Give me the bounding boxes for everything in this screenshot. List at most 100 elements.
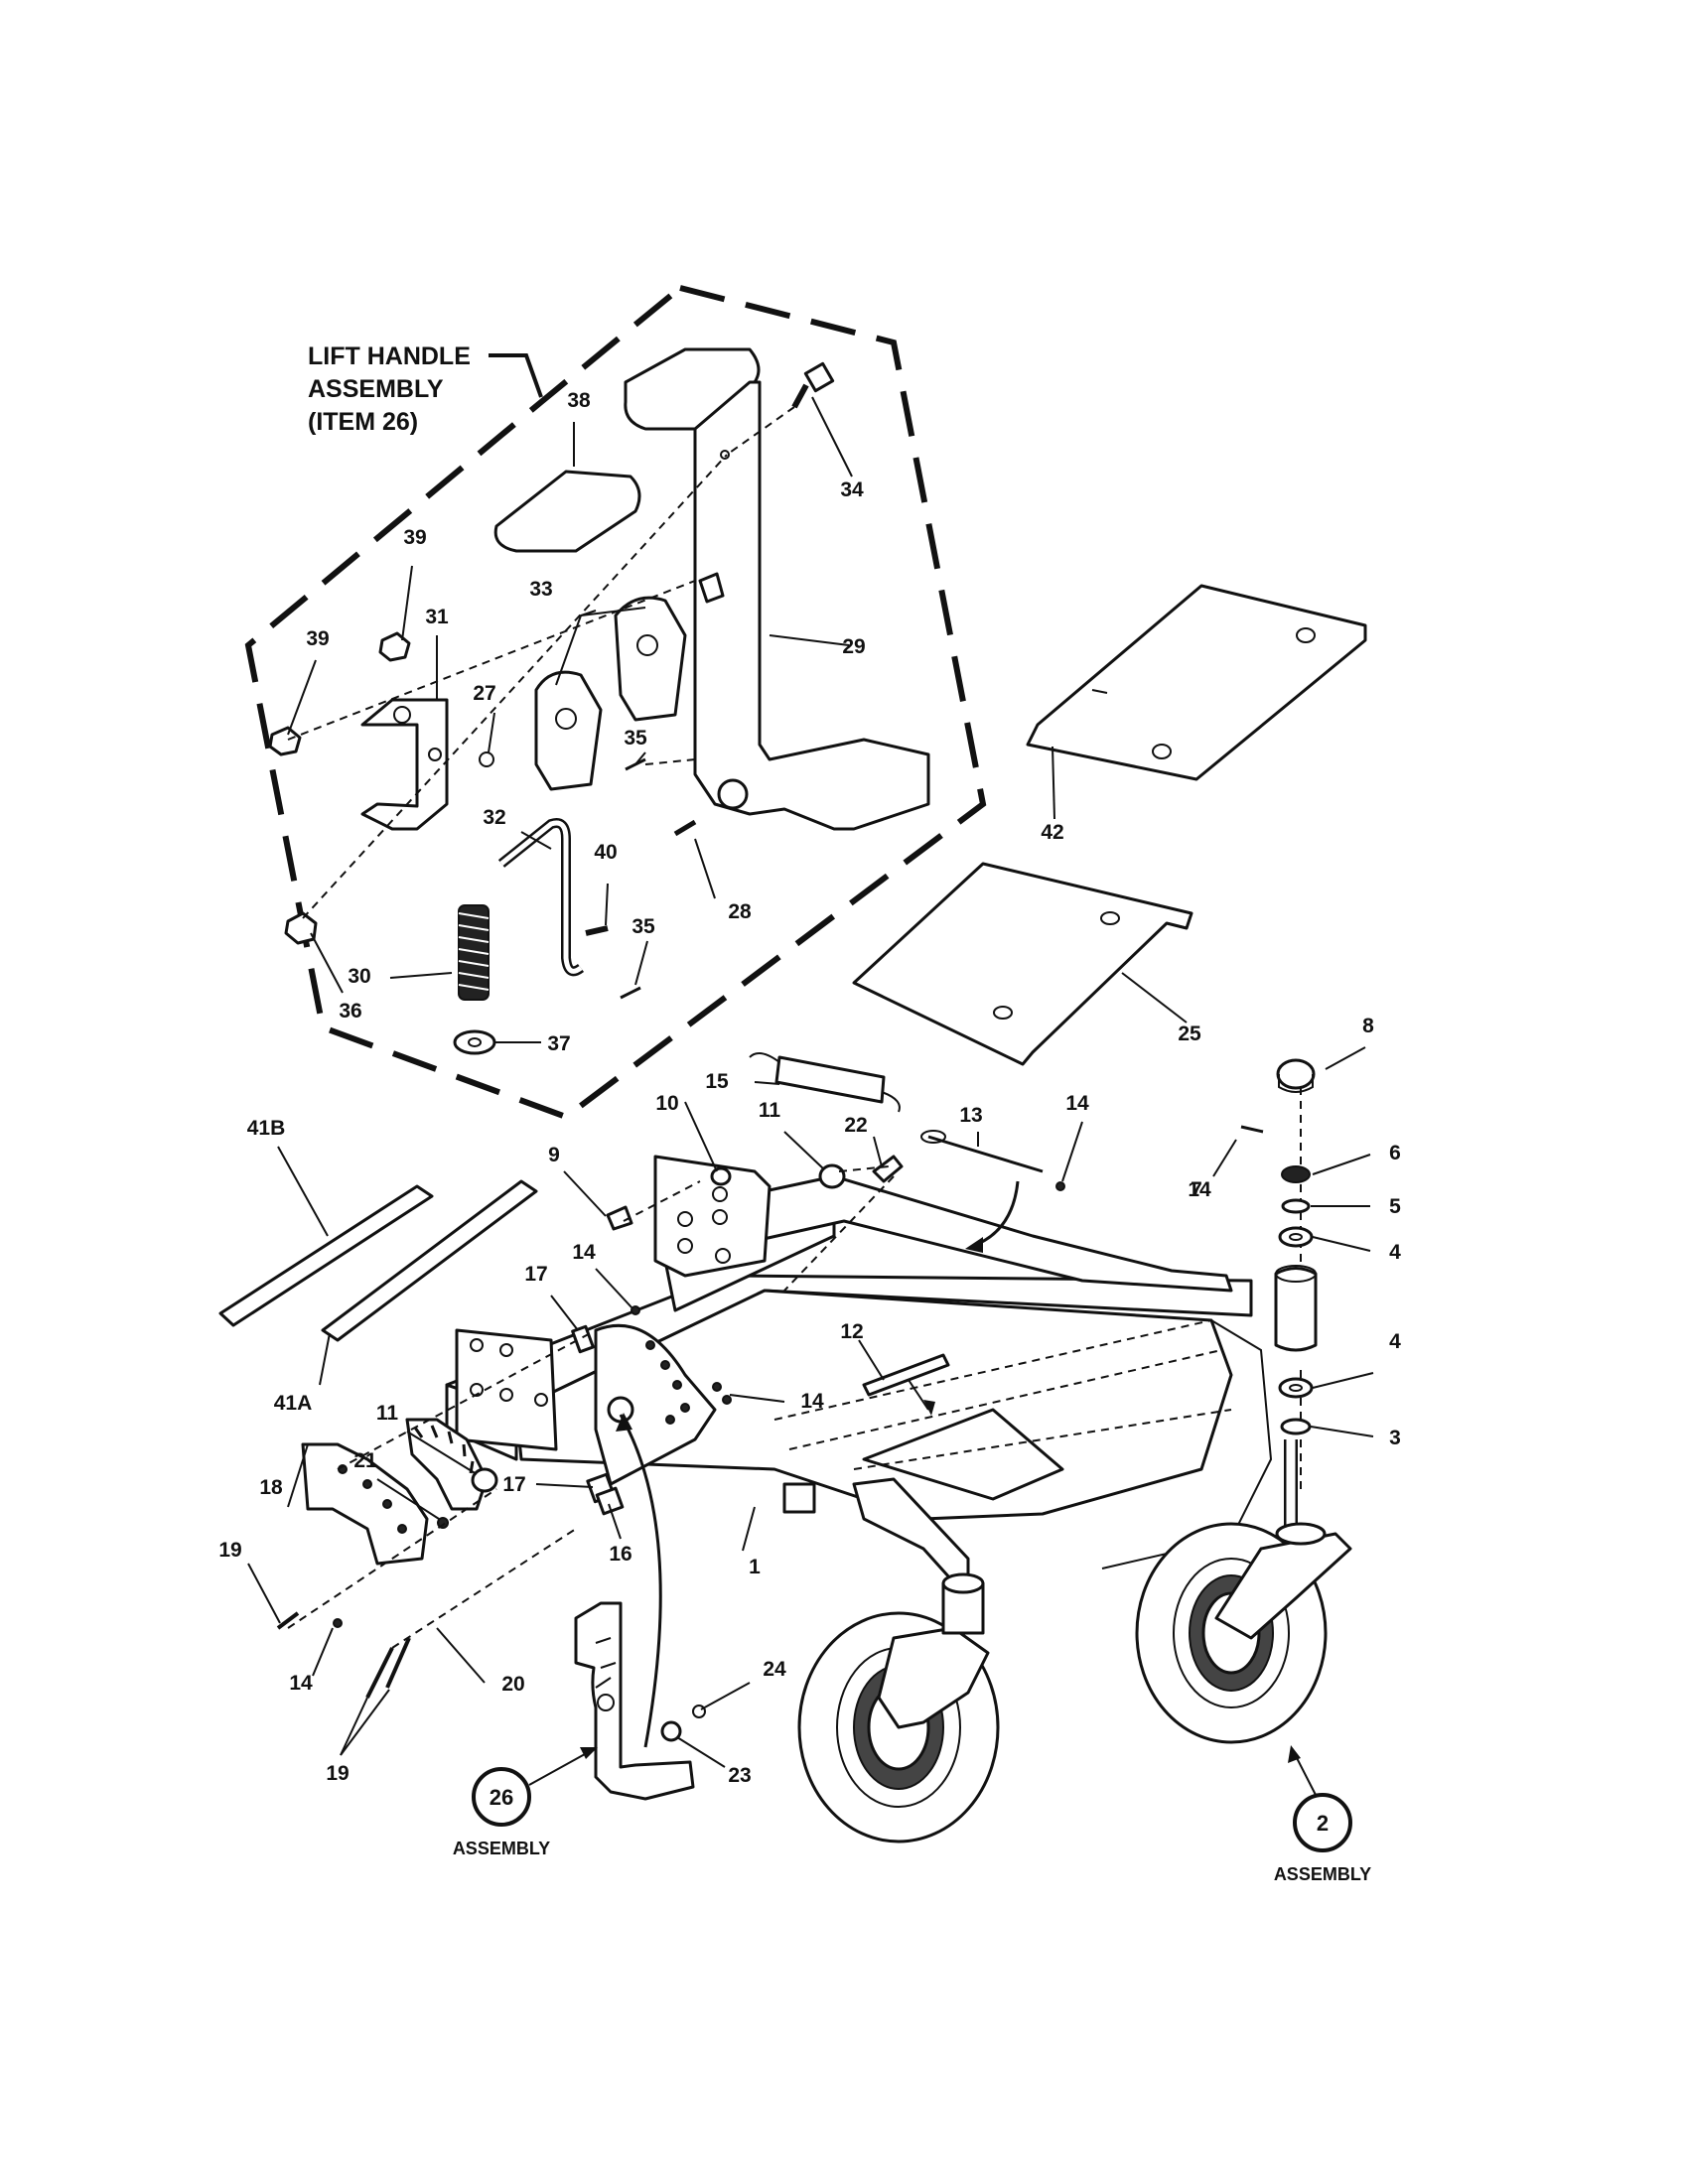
title-line-2: ASSEMBLY bbox=[308, 375, 444, 403]
part-label-13: 13 bbox=[959, 1104, 982, 1127]
part-label-39: 39 bbox=[306, 627, 329, 650]
caster-housing bbox=[1274, 1267, 1318, 1352]
screw-28 bbox=[673, 819, 697, 837]
spacer-16 bbox=[595, 1486, 625, 1516]
nut-39b bbox=[268, 726, 302, 756]
part-label-6: 6 bbox=[1389, 1142, 1401, 1164]
part-label-11: 11 bbox=[376, 1402, 399, 1425]
part-label-14: 14 bbox=[1065, 1092, 1089, 1115]
plate-42 bbox=[1026, 584, 1367, 781]
part-label-9: 9 bbox=[548, 1144, 560, 1166]
title-line-1: LIFT HANDLE bbox=[308, 342, 471, 370]
nut-36 bbox=[284, 911, 318, 945]
leader-lines bbox=[247, 396, 1374, 1768]
part-label-30: 30 bbox=[348, 965, 370, 988]
part-label-35: 35 bbox=[624, 727, 647, 750]
washer-3 bbox=[1280, 1418, 1312, 1435]
part-label-41a: 41A bbox=[274, 1392, 313, 1415]
stud bbox=[698, 572, 725, 604]
part-label-23: 23 bbox=[728, 1764, 751, 1787]
part-label-27: 27 bbox=[473, 682, 495, 705]
pin-7 bbox=[1240, 1125, 1264, 1134]
part-label-8: 8 bbox=[1362, 1015, 1374, 1037]
part-label-5: 5 bbox=[1389, 1195, 1401, 1218]
bracket-33b bbox=[534, 670, 603, 791]
bolt-34 bbox=[791, 361, 835, 409]
part-label-22: 22 bbox=[844, 1114, 867, 1137]
nut-14-plate bbox=[333, 1618, 343, 1628]
nut-14-top bbox=[1055, 1181, 1065, 1191]
part-label-3: 3 bbox=[1389, 1427, 1401, 1449]
nut-10 bbox=[710, 1166, 732, 1186]
part-label-25: 25 bbox=[1178, 1023, 1201, 1045]
assembly-26-number: 26 bbox=[490, 1785, 513, 1810]
part-label-17: 17 bbox=[524, 1263, 547, 1286]
lift-handle-assembly-boundary bbox=[244, 284, 987, 1121]
part-label-36: 36 bbox=[339, 1000, 361, 1023]
plate-20 bbox=[405, 1418, 489, 1511]
part-label-34: 34 bbox=[840, 478, 864, 501]
front-wheel-left bbox=[797, 1572, 1000, 1843]
rod-32 bbox=[497, 818, 585, 977]
plate-25 bbox=[852, 862, 1193, 1066]
bearing-4-bottom bbox=[1278, 1377, 1314, 1399]
handle-pad-38 bbox=[493, 470, 641, 553]
height-quadrant bbox=[594, 1323, 717, 1486]
lift-handle-small bbox=[574, 1601, 695, 1801]
nut-14-frame-b bbox=[712, 1382, 722, 1392]
assembly-callout-26[interactable]: 26 ASSEMBLY bbox=[453, 1747, 598, 1858]
bushing-11-top bbox=[818, 1163, 846, 1189]
rod-13 bbox=[927, 1135, 1044, 1173]
part-label-33: 33 bbox=[529, 578, 552, 601]
part-label-15: 15 bbox=[705, 1070, 729, 1093]
bracket-33a bbox=[614, 596, 687, 722]
washer-5 bbox=[1281, 1198, 1311, 1214]
cap-8 bbox=[1276, 1058, 1316, 1090]
pin-22 bbox=[872, 1155, 904, 1183]
nut-14-frame bbox=[631, 1305, 640, 1315]
washer-23 bbox=[660, 1720, 682, 1742]
part-label-21: 21 bbox=[353, 1449, 377, 1472]
bushing-11 bbox=[471, 1467, 498, 1493]
assembly-2-caption: ASSEMBLY bbox=[1274, 1864, 1371, 1884]
bolt-9 bbox=[606, 1205, 633, 1231]
pin-35b bbox=[620, 986, 641, 1000]
part-label-38: 38 bbox=[567, 389, 591, 412]
bolt-19 bbox=[276, 1611, 300, 1630]
frame-1 bbox=[445, 1174, 1273, 1600]
bearing-4-top bbox=[1278, 1226, 1314, 1248]
assembly-title-block: LIFT HANDLE ASSEMBLY (ITEM 26) bbox=[308, 342, 543, 436]
part-label-19: 19 bbox=[326, 1762, 349, 1785]
part-label-12: 12 bbox=[840, 1320, 863, 1343]
part-label-4: 4 bbox=[1389, 1241, 1401, 1264]
strip-41b bbox=[218, 1184, 434, 1327]
nut-39a bbox=[378, 631, 411, 662]
assembly-2-number: 2 bbox=[1317, 1811, 1329, 1836]
clamp-bracket-31 bbox=[360, 698, 449, 831]
part-label-10: 10 bbox=[655, 1092, 678, 1115]
part-label-4: 4 bbox=[1389, 1330, 1401, 1353]
part-label-41b: 41B bbox=[247, 1117, 286, 1140]
pin-40 bbox=[585, 925, 609, 936]
caster-wheel-right bbox=[1135, 1439, 1352, 1744]
assembly-callout-2[interactable]: 2 ASSEMBLY bbox=[1274, 1745, 1371, 1884]
part-label-17: 17 bbox=[502, 1473, 525, 1496]
part-label-31: 31 bbox=[425, 606, 449, 628]
part-label-14: 14 bbox=[800, 1390, 824, 1413]
washer-37 bbox=[453, 1029, 496, 1055]
part-label-24: 24 bbox=[763, 1658, 786, 1681]
part-label-16: 16 bbox=[609, 1543, 632, 1566]
plate-18 bbox=[301, 1442, 429, 1566]
part-label-7: 7 bbox=[1191, 1178, 1202, 1201]
part-label-14: 14 bbox=[572, 1241, 596, 1264]
part-label-11: 11 bbox=[759, 1099, 781, 1122]
part-label-32: 32 bbox=[483, 806, 505, 829]
ring-24 bbox=[692, 1705, 706, 1718]
part-label-29: 29 bbox=[842, 635, 865, 658]
part-label-42: 42 bbox=[1041, 821, 1063, 844]
handle-pivot-hole bbox=[717, 778, 749, 810]
part-label-19: 19 bbox=[218, 1539, 241, 1562]
